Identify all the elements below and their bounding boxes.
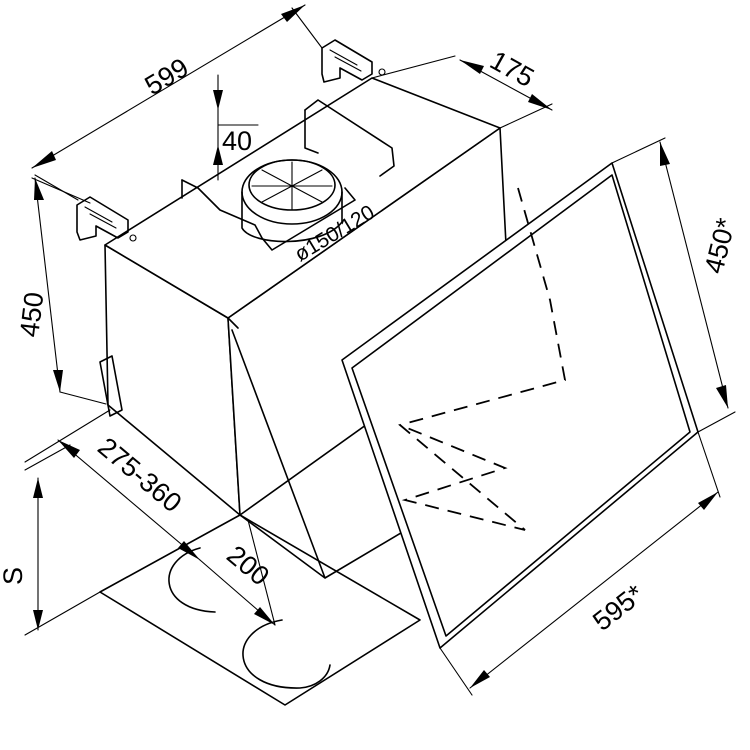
hood-body [76, 39, 511, 579]
label-depth-side: 175 [485, 45, 539, 93]
dimension-lines [24, 4, 736, 696]
hob-zone-front [242, 619, 331, 689]
bracket-left [76, 196, 137, 242]
label-safety-distance: S [0, 567, 28, 585]
hob-zone-rear [168, 547, 216, 613]
label-spigot-height: 40 [222, 126, 252, 156]
exhaust-cutout [181, 179, 356, 251]
hood-back-strip [99, 355, 123, 417]
bracket-right [321, 39, 386, 83]
label-height-body: 450 [14, 290, 49, 338]
hidden-contour [398, 187, 567, 531]
label-panel-height: 450* [699, 215, 742, 277]
label-width-top: 599 [140, 52, 194, 101]
